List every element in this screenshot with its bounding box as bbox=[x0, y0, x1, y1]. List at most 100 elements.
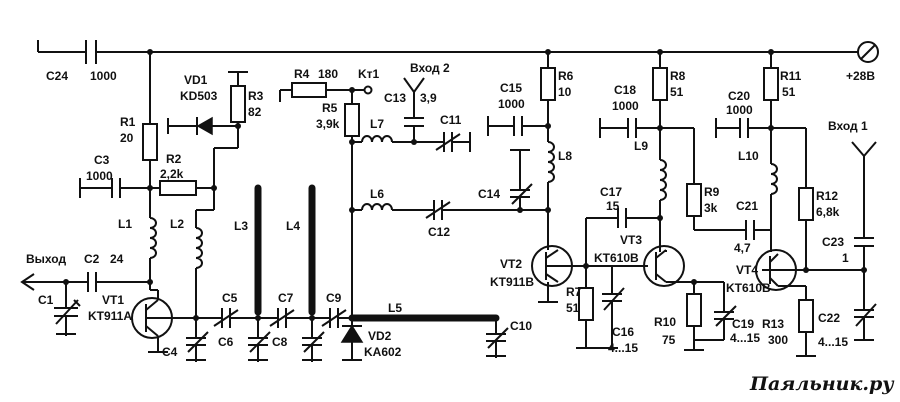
stage3-wiring bbox=[586, 52, 771, 351]
c8-ref: C8 bbox=[272, 335, 288, 349]
c11-ref: C11 bbox=[440, 113, 462, 127]
kt1-ref: Kт1 bbox=[358, 67, 380, 81]
r10-value: 75 bbox=[662, 333, 676, 347]
c2-value: 24 bbox=[110, 252, 124, 266]
c16-value: 4...15 bbox=[608, 341, 638, 355]
input2-label: Вход 2 bbox=[410, 61, 450, 75]
vd2-value: KA602 bbox=[364, 345, 402, 359]
c21-value: 4,7 bbox=[734, 241, 751, 255]
c20-value: 1000 bbox=[726, 103, 753, 117]
c6-ref: C6 bbox=[218, 335, 234, 349]
r6-resistor bbox=[540, 67, 556, 101]
r13-value: 300 bbox=[768, 333, 788, 347]
r1-ref: R1 bbox=[120, 115, 136, 129]
r1-resistor bbox=[142, 123, 158, 161]
r2-ref: R2 bbox=[166, 152, 182, 166]
l6-ref: L6 bbox=[370, 187, 384, 201]
c18-value: 1000 bbox=[612, 99, 639, 113]
l9-ref: L9 bbox=[634, 139, 648, 153]
stage1-wiring bbox=[20, 52, 248, 336]
vt4-ref: VT4 bbox=[736, 263, 758, 277]
c2-ref: C2 bbox=[84, 252, 100, 266]
vt1-transistor bbox=[131, 289, 200, 353]
c17-value: 15 bbox=[606, 199, 620, 213]
supply-rail bbox=[37, 40, 879, 64]
r2-resistor bbox=[159, 180, 197, 196]
vd1-value: KD503 bbox=[180, 89, 218, 103]
l4-ref: L4 bbox=[286, 219, 300, 233]
c15-value: 1000 bbox=[498, 97, 525, 111]
r5-value: 3,9k bbox=[316, 117, 340, 131]
l10-inductor bbox=[770, 163, 778, 195]
vt3-transistor bbox=[643, 245, 685, 287]
vd1-ref: VD1 bbox=[184, 73, 208, 87]
output-label: Выход bbox=[26, 252, 66, 266]
r10-ref: R10 bbox=[654, 315, 676, 329]
c23-ref: C23 bbox=[822, 235, 844, 249]
r9-value: 3k bbox=[704, 201, 718, 215]
r3-resistor bbox=[230, 85, 246, 123]
r12-value: 6,8k bbox=[816, 205, 840, 219]
l1-ref: L1 bbox=[118, 217, 132, 231]
r6-ref: R6 bbox=[558, 69, 574, 83]
l8-inductor bbox=[547, 141, 555, 183]
c22-ref: C22 bbox=[818, 311, 840, 325]
c16-ref: C16 bbox=[612, 325, 634, 339]
vd1-diode bbox=[196, 116, 213, 136]
c17-ref: C17 bbox=[600, 185, 622, 199]
input1-label: Вход 1 bbox=[828, 119, 868, 133]
r2-value: 2,2k bbox=[160, 167, 184, 181]
kt1-test-point bbox=[363, 85, 373, 95]
r4-value: 180 bbox=[318, 67, 338, 81]
c9-ref: C9 bbox=[326, 291, 342, 305]
vt3-value: KT610B bbox=[594, 251, 639, 265]
c24-ref: C24 bbox=[46, 69, 68, 83]
vt2-value: KT911B bbox=[490, 275, 534, 289]
c14-ref: C14 bbox=[478, 187, 500, 201]
r11-ref: R11 bbox=[780, 69, 802, 83]
vt2-ref: VT2 bbox=[500, 257, 522, 271]
r4-ref: R4 bbox=[294, 67, 310, 81]
r1-value: 20 bbox=[120, 131, 134, 145]
vt1-ref: VT1 bbox=[102, 293, 124, 307]
c7-ref: C7 bbox=[278, 291, 294, 305]
r7-value: 51 bbox=[566, 301, 580, 315]
c4-ref: C4 bbox=[162, 345, 178, 359]
r5-resistor bbox=[344, 103, 360, 137]
c24-value: 1000 bbox=[90, 69, 117, 83]
l1-inductor bbox=[149, 217, 157, 259]
c5-ref: C5 bbox=[222, 291, 238, 305]
vd2-ref: VD2 bbox=[368, 329, 392, 343]
l2-ref: L2 bbox=[170, 217, 184, 231]
c21-ref: C21 bbox=[736, 199, 758, 213]
watermark-text: Паяльник.ру bbox=[749, 373, 895, 395]
matching-network bbox=[186, 139, 509, 362]
c12-ref: C12 bbox=[428, 225, 450, 239]
c23-value: 1 bbox=[842, 251, 849, 265]
l7-ref: L7 bbox=[370, 117, 384, 131]
r11-resistor bbox=[763, 67, 779, 101]
vt4-value: KT610B bbox=[726, 281, 771, 295]
r9-resistor bbox=[686, 183, 702, 217]
c13-ref: C13 bbox=[384, 91, 406, 105]
r11-value: 51 bbox=[782, 85, 796, 99]
stage2-wiring bbox=[487, 52, 660, 349]
c15-ref: C15 bbox=[500, 81, 522, 95]
r3-ref: R3 bbox=[248, 89, 264, 103]
c20-ref: C20 bbox=[728, 89, 750, 103]
c13-value: 3,9 bbox=[420, 91, 437, 105]
l9-inductor bbox=[659, 159, 667, 201]
vd2-diode bbox=[340, 324, 364, 343]
c19-value: 4...15 bbox=[730, 331, 760, 345]
r8-ref: R8 bbox=[670, 69, 686, 83]
r8-value: 51 bbox=[670, 85, 684, 99]
supply-voltage-label: +28В bbox=[846, 69, 875, 83]
r3-value: 82 bbox=[248, 105, 262, 119]
c19-ref: C19 bbox=[732, 317, 754, 331]
stage4-wiring bbox=[715, 52, 877, 357]
r10-resistor bbox=[686, 293, 702, 327]
vt3-ref: VT3 bbox=[620, 233, 642, 247]
l10-ref: L10 bbox=[738, 149, 759, 163]
c18-ref: C18 bbox=[614, 83, 636, 97]
